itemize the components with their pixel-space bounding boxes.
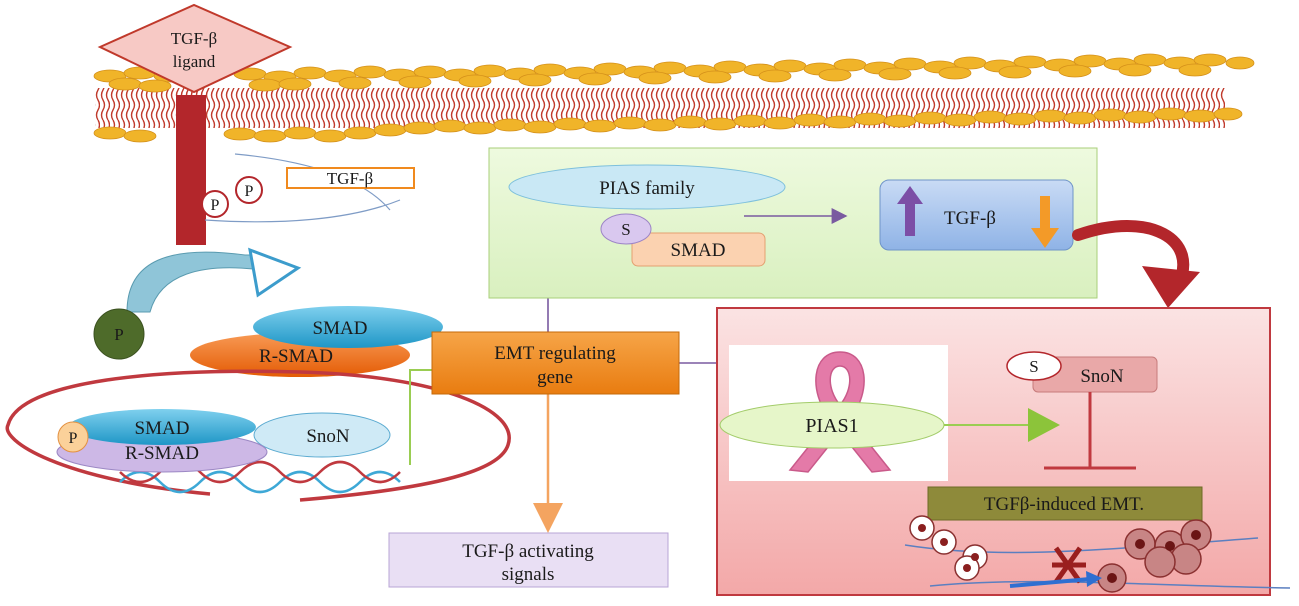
nucleus-phosphate (57, 421, 89, 453)
down-arrow-icon (1031, 196, 1059, 248)
pias-sumo-ellipse (600, 213, 652, 245)
snon-sumo-ellipse (1006, 351, 1062, 381)
cytoplasm-smad-complex: P R-SMAD SMAD (93, 247, 443, 377)
activating-signals-box: TGF-β activating signals (388, 532, 669, 588)
free-phosphate (93, 308, 145, 360)
emt-gene-line2: gene (537, 367, 573, 388)
pias-family-label: PIAS family (599, 178, 695, 199)
pias-smad-label: SMAD (671, 240, 726, 261)
nucleus-snon-label: SnoN (306, 426, 350, 447)
tgf-regulation-box (879, 179, 1074, 251)
tgf-beta-tag-label: TGF-β (327, 169, 373, 188)
curved-arrow-shaft (126, 251, 263, 313)
activating-line1: TGF-β activating (462, 541, 594, 562)
smad-ellipse (253, 306, 443, 348)
activating-line2: signals (502, 564, 555, 585)
phospho-label-1: P (211, 197, 220, 214)
inhibition-bar (1044, 392, 1136, 470)
pias1-label: PIAS1 (805, 415, 858, 437)
nucleus-smad-label: SMAD (135, 418, 190, 439)
tgf-regulation-label: TGF-β (944, 208, 996, 229)
snon-label: SnoN (1080, 366, 1124, 387)
pias-family-ellipse (508, 164, 786, 210)
migration-arrow-icon (1086, 571, 1102, 587)
cell-membrane (93, 53, 1255, 143)
emt-gene-line1: EMT regulating (494, 343, 616, 364)
emt-induced-box (927, 486, 1203, 521)
green-arrowhead-icon (1028, 408, 1060, 442)
rsmad-label: R-SMAD (259, 346, 333, 367)
smad-label: SMAD (313, 318, 368, 339)
migrating-cells (904, 515, 1291, 593)
tgf-beta-tag (286, 167, 415, 189)
tgf-beta-ligand-diamond (97, 3, 293, 94)
phospho-circle-1 (201, 190, 229, 218)
nucleus-rsmad-label: R-SMAD (125, 443, 199, 464)
breaking-cell-icon (1052, 546, 1086, 584)
nucleus-phosphate-label: P (69, 430, 78, 447)
pias-smad-box (631, 232, 766, 267)
emt-regulating-gene-box: EMT regulating gene (431, 331, 680, 395)
emt-induced-label: TGFβ-induced EMT. (984, 494, 1144, 515)
nucleus: SnoN R-SMAD SMAD P (5, 369, 511, 502)
up-arrow-icon (897, 186, 923, 236)
ligand-line1: TGF-β (171, 29, 217, 48)
ligand-line2: ligand (173, 52, 216, 71)
free-phosphate-label: P (114, 325, 123, 344)
phospho-label-2: P (245, 183, 254, 200)
nucleus-envelope (5, 369, 511, 502)
pias-sumo-label: S (621, 220, 630, 239)
tgf-beta-receptor: TGF-β ligand P P TGF-β (97, 3, 415, 245)
curved-arrow-head (248, 247, 302, 298)
snon-sumo-label: S (1029, 357, 1038, 376)
pias1-panel: PIAS1 SnoN S TGFβ-induced EMT. (716, 307, 1291, 596)
nucleus-snon-ellipse (253, 412, 391, 458)
red-curved-arrow (1072, 220, 1200, 308)
nucleus-smad-ellipse (68, 409, 256, 445)
pias-family-panel: PIAS family SMAD S TGF-β (488, 147, 1098, 299)
connector-lines (409, 298, 717, 533)
phospho-circle-2 (235, 176, 263, 204)
